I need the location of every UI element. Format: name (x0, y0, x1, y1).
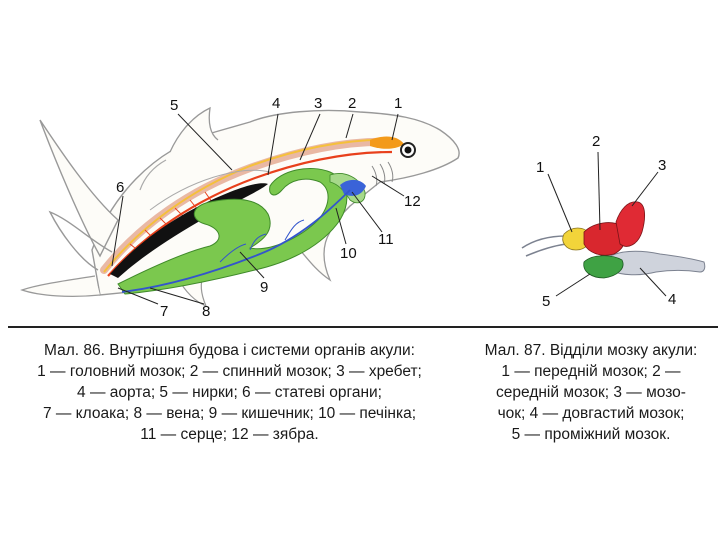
caption-87-line-4: чок; 4 — довгастий мозок; (462, 403, 720, 424)
shark-label-11: 11 (378, 231, 394, 248)
caption-86-line-5: 11 — серце; 12 — зябра. (2, 424, 457, 445)
shark-label-2: 2 (348, 95, 356, 112)
shark-label-5: 5 (170, 97, 178, 114)
brain-label-4: 4 (668, 291, 676, 308)
illustrations: 1 2 3 4 5 6 7 8 9 10 11 12 1 (0, 0, 720, 330)
caption-87-line-5: 5 — проміжний мозок. (462, 424, 720, 445)
caption-86-line-2: 1 — головний мозок; 2 — спинний мозок; 3… (2, 361, 457, 382)
brain-illustration: 1 2 3 4 5 (522, 133, 705, 310)
separator-line (8, 326, 718, 328)
figure-86-caption: Мал. 86. Внутрішня будова і системи орга… (2, 340, 457, 445)
shark-label-9: 9 (260, 279, 268, 296)
caption-87-line-3: середній мозок; 3 — мозо- (462, 382, 720, 403)
shark-label-3: 3 (314, 95, 322, 112)
shark-label-1: 1 (394, 95, 402, 112)
shark-tail-upper (40, 120, 118, 256)
caption-87-line-2: 1 — передній мозок; 2 — (462, 361, 720, 382)
caption-86-line-3: 4 — аорта; 5 — нирки; 6 — статеві органи… (2, 382, 457, 403)
brain-label-5: 5 (542, 293, 550, 310)
caption-87-line-1: Мал. 87. Відділи мозку акули: (462, 340, 720, 361)
shark-label-12: 12 (404, 193, 421, 210)
figure-87-caption: Мал. 87. Відділи мозку акули: 1 — передн… (462, 340, 720, 445)
caption-86-line-4: 7 — клоака; 8 — вена; 9 — кишечник; 10 —… (2, 403, 457, 424)
olfactory-nerves (522, 236, 566, 256)
brain-cerebellum (616, 202, 645, 247)
shark-label-7: 7 (160, 303, 168, 320)
brain-label-2: 2 (592, 133, 600, 150)
shark-label-10: 10 (340, 245, 357, 262)
shark-label-6: 6 (116, 179, 124, 196)
caption-86-line-1: Мал. 86. Внутрішня будова і системи орга… (2, 340, 457, 361)
shark-label-8: 8 (202, 303, 210, 320)
brain-label-1: 1 (536, 159, 544, 176)
shark-label-4: 4 (272, 95, 280, 112)
shark-illustration: 1 2 3 4 5 6 7 8 9 10 11 12 (22, 95, 459, 320)
brain-label-3: 3 (658, 157, 666, 174)
